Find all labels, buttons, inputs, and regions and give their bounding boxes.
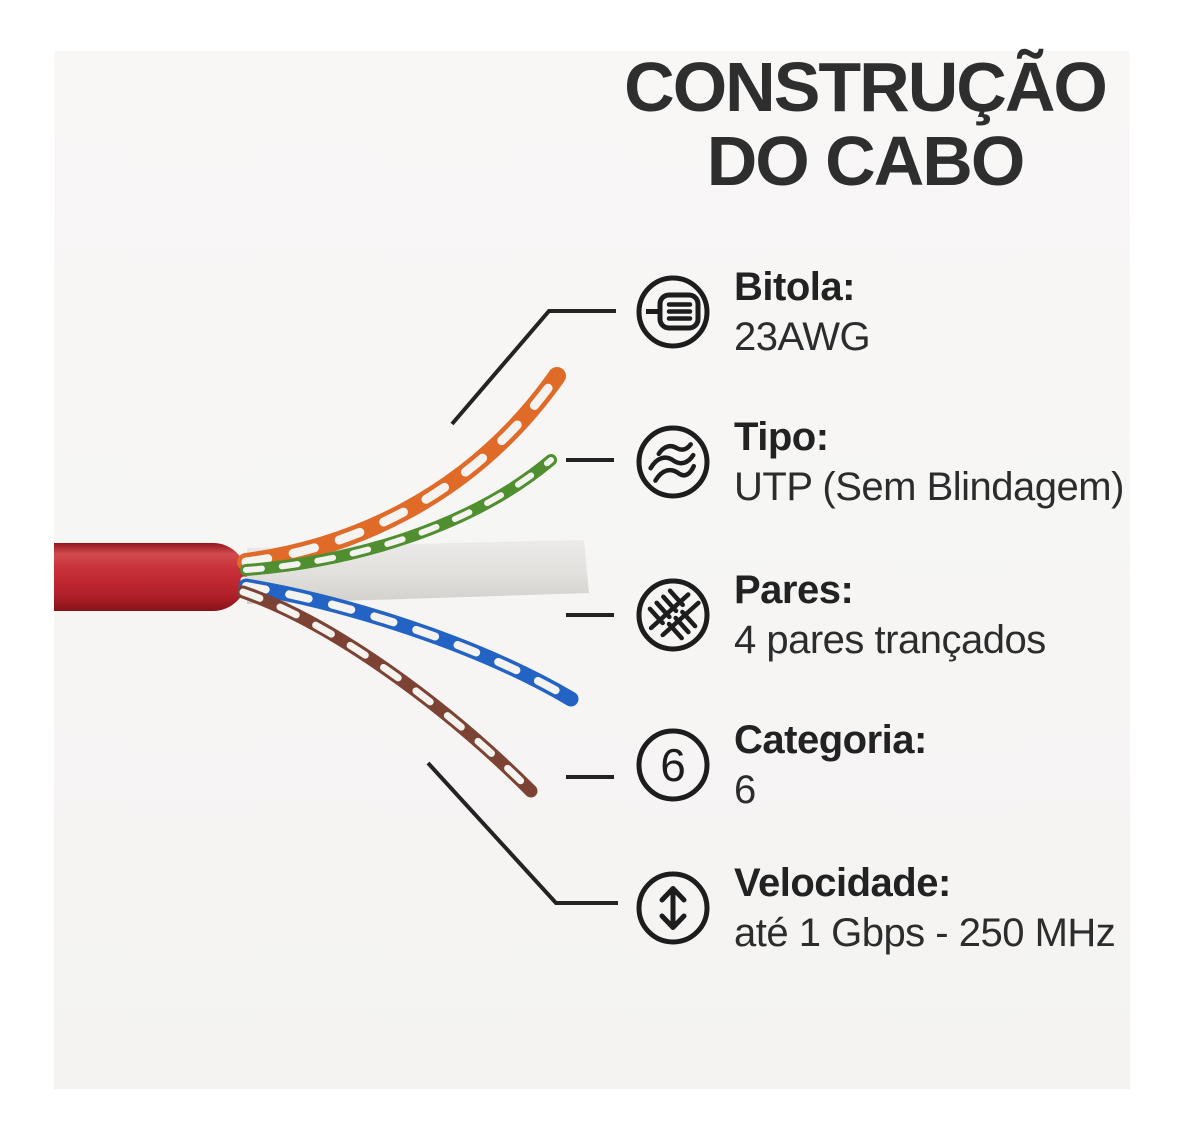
spec-row-tipo: Tipo: UTP (Sem Blindagem) xyxy=(636,412,1124,512)
spec-label: Categoria: xyxy=(734,718,927,762)
spec-row-categoria: 6 Categoria: 6 xyxy=(636,715,927,815)
spec-value: até 1 Gbps - 250 MHz xyxy=(734,911,1116,955)
spec-text-bitola: Bitola: 23AWG xyxy=(734,262,871,362)
twisted-pair-icon xyxy=(636,578,710,652)
cable-jacket xyxy=(54,543,247,611)
category-number-icon: 6 xyxy=(636,728,710,802)
spec-value: 23AWG xyxy=(734,315,871,359)
spec-text-velocidade: Velocidade: até 1 Gbps - 250 MHz xyxy=(734,858,1116,958)
page-title-line2: DO CABO xyxy=(706,122,1026,200)
page-title-line1: CONSTRUÇÃO xyxy=(624,48,1108,126)
spec-row-pares: Pares: 4 pares trançados xyxy=(636,565,1046,665)
category-number-glyph: 6 xyxy=(660,739,686,791)
spec-text-categoria: Categoria: 6 xyxy=(734,715,927,815)
spec-label: Pares: xyxy=(734,568,854,612)
spec-value: 4 pares trançados xyxy=(734,618,1046,662)
spec-row-bitola: Bitola: 23AWG xyxy=(636,262,871,362)
unshielded-waves-icon xyxy=(636,425,710,499)
spec-text-tipo: Tipo: UTP (Sem Blindagem) xyxy=(734,412,1124,512)
spec-label: Velocidade: xyxy=(734,861,951,905)
page-title: CONSTRUÇÃO DO CABO xyxy=(580,50,1150,198)
spec-value: 6 xyxy=(734,768,756,812)
spec-label: Bitola: xyxy=(734,265,855,309)
spec-row-velocidade: Velocidade: até 1 Gbps - 250 MHz xyxy=(636,858,1116,958)
spec-text-pares: Pares: 4 pares trançados xyxy=(734,565,1046,665)
speed-range-icon xyxy=(636,871,710,945)
spec-label: Tipo: xyxy=(734,415,829,459)
cable-gauge-icon xyxy=(636,275,710,349)
spec-value: UTP (Sem Blindagem) xyxy=(734,465,1124,509)
